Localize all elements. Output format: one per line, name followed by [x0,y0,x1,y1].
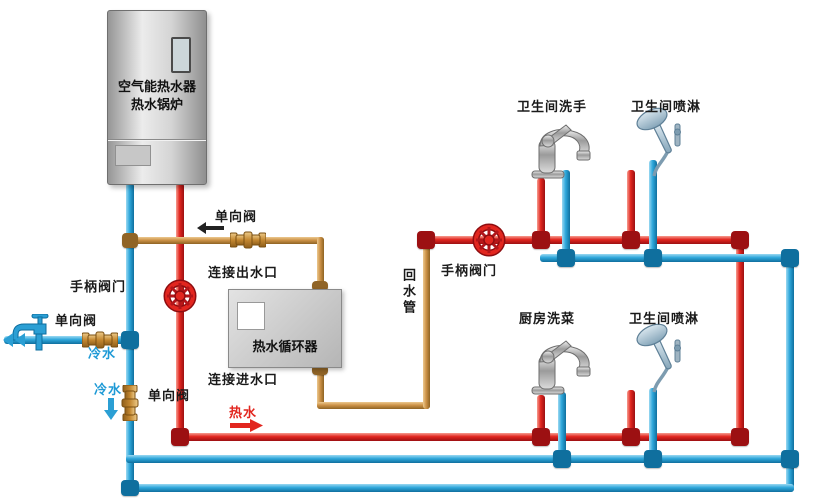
pipe-joint [644,249,662,267]
cold-bottom-branch-pipe [126,455,794,463]
hot-bottom-distribution-pipe [176,433,744,441]
air-source-water-heater-boiler: 空气能热水器 热水锅炉 [107,10,207,185]
boiler-control-display [171,37,191,73]
check-valve-icon [230,231,266,249]
flow-arrows-left-icon [3,333,25,347]
pipe-joint [781,249,799,267]
check-valve-return-label: 单向阀 [215,210,258,225]
pipe-joint [557,249,575,267]
hot-drop-bathroom-sink [537,178,545,244]
cold-top-distribution-pipe [540,254,794,262]
pipe-joint [417,231,435,249]
pipe-joint [171,428,189,446]
shower-icon [632,106,683,178]
bathroom-shower-bottom-label: 卫生间喷淋 [629,312,700,327]
pipe-joint [312,281,328,291]
pipe-joint [121,331,139,349]
boiler-title: 空气能热水器 热水锅炉 [108,79,206,115]
return-pipe-label: 回水管 [400,268,415,316]
boiler-label-plate [115,145,151,166]
pipe-joint [532,231,550,249]
cold-drop-bathroom-sink [562,170,570,262]
circulator-outlet-label: 连接出水口 [208,266,279,281]
pipe-joint [644,450,662,468]
circulator-inlet-label: 连接进水口 [208,373,279,388]
faucet-icon [531,340,591,395]
boiler-panel-seam [108,139,206,141]
pipe-joint [121,480,139,496]
shower-icon [632,322,683,394]
hot-drop-bathroom-shower-top [627,170,635,244]
bathroom-shower-top-label: 卫生间喷淋 [631,100,702,115]
return-bottom-pipe [317,402,430,409]
cold-flow-arrow-icon [104,398,118,420]
hot-flow-arrow-icon [230,419,263,432]
bathroom-sink-label: 卫生间洗手 [517,100,588,115]
cold-water-drop-label: 冷水 [94,383,123,398]
check-valve-inlet-label: 单向阀 [55,314,98,329]
pipe-joint [622,428,640,446]
pipe-joint [553,450,571,468]
handle-wheel-valve-icon [472,223,506,257]
return-top-pipe [130,237,324,244]
pipe-joint [122,233,138,248]
kitchen-sink-label: 厨房洗菜 [519,312,576,327]
hot-water-circulator: 热水循环器 [228,289,342,368]
pipe-joint [312,365,328,375]
pipe-joint [731,428,749,446]
cold-drop-bathroom-shower-bottom [649,388,657,463]
cold-water-inlet-label: 冷水 [88,347,117,362]
hot-drop-kitchen-sink [537,395,545,441]
pipe-joint [731,231,749,249]
cold-bottom-main-pipe [126,484,794,492]
hot-top-distribution-pipe [426,236,744,244]
cold-inlet-pipe [4,336,130,344]
hot-water-label: 热水 [229,406,258,421]
faucet-icon [531,124,591,179]
cold-right-riser-pipe [786,254,794,492]
pipe-joint [622,231,640,249]
handle-valve-left-label: 手柄阀门 [70,280,127,295]
handle-valve-mid-label: 手柄阀门 [441,264,498,279]
pipe-joint [532,428,550,446]
circulator-window [237,302,265,330]
cold-drop-bathroom-shower-top [649,160,657,262]
hot-right-riser-pipe [736,236,744,441]
pipe-joint [781,450,799,468]
hot-drop-bathroom-shower-bottom [627,390,635,441]
check-valve-icon [121,385,139,421]
check-valve-drop-label: 单向阀 [148,389,191,404]
handle-wheel-valve-icon [163,279,197,313]
boiler-name-line2: 热水锅炉 [130,98,183,113]
circulator-name: 热水循环器 [252,340,318,355]
boiler-name-line1: 空气能热水器 [117,80,196,95]
return-right-vertical-pipe [423,240,430,409]
return-flow-arrow-icon [197,222,224,234]
cold-drop-kitchen-sink [558,392,566,463]
